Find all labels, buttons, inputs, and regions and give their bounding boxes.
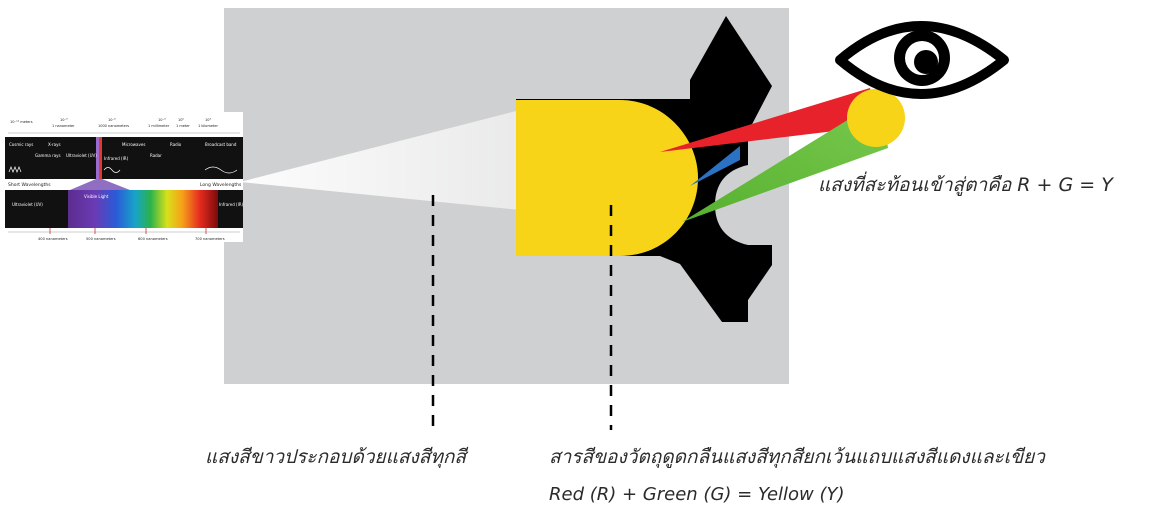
bottom-700: 700 nanometers — [195, 237, 225, 241]
band-uv: Ultraviolet (UV) — [66, 153, 97, 158]
scale-4: 10⁰ — [178, 118, 184, 122]
band-gamma: Gamma rays — [35, 153, 61, 158]
scale-3u: 1 millimeter — [148, 124, 170, 128]
scale-2u: 1000 nanometers — [98, 124, 129, 128]
long-wavelengths-label: Long Wavelengths — [200, 182, 242, 188]
uv-label: Ultraviolet (UV) — [12, 202, 43, 207]
band-broadcast: Broadcast band — [205, 142, 237, 147]
band-xrays: X-rays — [48, 142, 61, 147]
band-ir: Infrared (IR) — [104, 156, 129, 161]
short-wavelengths-label: Short Wavelengths — [8, 182, 51, 188]
band-microwaves: Microwaves — [122, 142, 145, 147]
white-light-caption: แสงสีขาวประกอบด้วยแสงสีทุกสี — [205, 442, 466, 472]
bottom-600: 600 nanometers — [138, 237, 168, 241]
eye-icon — [840, 26, 1004, 94]
bottom-400: 400 nanometers — [38, 237, 68, 241]
scale-3: 10⁻³ — [158, 118, 166, 122]
visible-light-label: Visible Light — [84, 194, 109, 199]
formula-caption: Red (R) + Green (G) = Yellow (Y) — [549, 484, 845, 505]
ir-label: Infrared (IR) — [219, 202, 244, 207]
yellow-object — [516, 100, 698, 256]
bottom-500: 500 nanometers — [86, 237, 116, 241]
em-spectrum: 10⁻¹² meters 10⁻⁹ 1 nanometer 10⁻⁶ 1000 … — [5, 112, 244, 242]
scale-0: 10⁻¹² meters — [10, 120, 33, 124]
scale-1u: 1 nanometer — [52, 124, 75, 128]
scale-5: 10³ — [205, 118, 211, 122]
reflected-light-caption: แสงที่สะท้อนเข้าสู่ตาคือ R + G = Y — [818, 170, 1113, 200]
band-cosmic: Cosmic rays — [9, 142, 33, 147]
band-radio: Radio — [170, 142, 182, 147]
scale-4u: 1 meter — [176, 124, 190, 128]
scale-2: 10⁻⁶ — [108, 118, 116, 122]
band-radar: Radar — [150, 153, 162, 158]
scale-1: 10⁻⁹ — [60, 118, 68, 122]
yellow-ray-tip — [847, 89, 905, 147]
scale-5u: 1 kilometer — [198, 124, 219, 128]
pigment-caption: สารสีของวัตถุดูดกลืนแสงสีทุกสียกเว้นแถบแ… — [549, 442, 1045, 472]
